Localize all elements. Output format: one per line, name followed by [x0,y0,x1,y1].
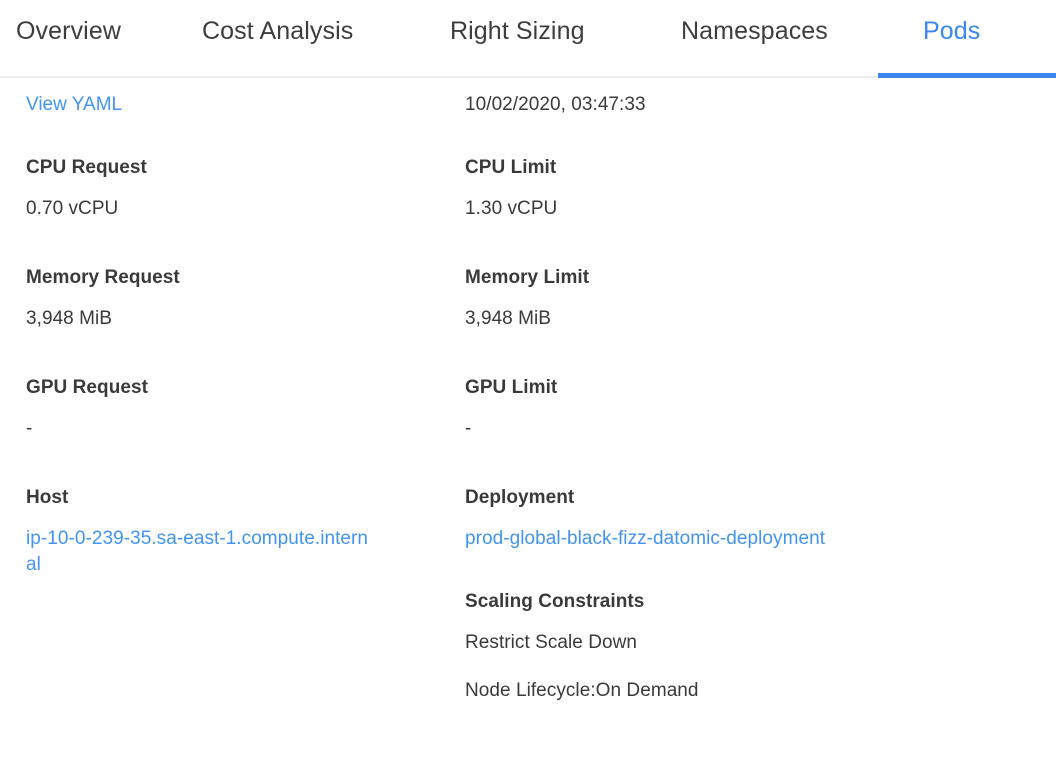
scaling-constraint-node-lifecycle: Node Lifecycle:On Demand [465,680,699,701]
field-cpu-limit-value: 1.30 vCPU [465,198,558,219]
field-scaling-constraints: Scaling Constraints Restrict Scale Down … [465,590,860,704]
spacer [465,332,860,376]
field-gpu-limit-value: - [465,418,472,439]
spacer [465,656,860,678]
spacer [465,510,860,526]
field-host: Host ip-10-0-239-35.sa-east-1.compute.in… [26,486,376,578]
field-cpu-limit: CPU Limit 1.30 vCPU [465,156,860,222]
field-memory-limit-label: Memory Limit [465,267,590,288]
tab-cost-analysis[interactable]: Cost Analysis [202,0,450,76]
field-memory-limit-value: 3,948 MiB [465,308,551,329]
field-gpu-limit: GPU Limit - [465,376,860,442]
tab-right-sizing-label: Right Sizing [450,17,585,45]
field-memory-request: Memory Request 3,948 MiB [26,266,376,332]
pod-detail-panel: View YAML CPU Request 0.70 vCPU Memory R… [0,78,1056,701]
tab-list: Overview Cost Analysis Right Sizing Name… [0,0,1056,78]
tab-overview-label: Overview [16,17,121,45]
tab-pods-label: Pods [923,17,981,45]
field-gpu-request: GPU Request - [26,376,376,442]
spacer [26,290,376,306]
tab-cost-analysis-label: Cost Analysis [202,17,354,45]
tab-namespaces[interactable]: Namespaces [681,0,878,76]
spacer [465,222,860,266]
field-cpu-limit-label: CPU Limit [465,157,557,178]
field-memory-limit: Memory Limit 3,948 MiB [465,266,860,332]
spacer [465,442,860,486]
field-scaling-constraints-label: Scaling Constraints [465,591,645,612]
detail-column-left: View YAML CPU Request 0.70 vCPU Memory R… [26,92,376,578]
field-gpu-request-label: GPU Request [26,377,148,398]
detail-column-right: 10/02/2020, 03:47:33 CPU Limit 1.30 vCPU… [465,92,860,704]
field-cpu-request-value: 0.70 vCPU [26,198,119,219]
field-deployment-value-link[interactable]: prod-global-black-fizz-datomic-deploymen… [465,528,826,549]
spacer [26,332,376,376]
tab-right-sizing[interactable]: Right Sizing [450,0,681,76]
field-memory-request-label: Memory Request [26,267,180,288]
active-tab-indicator [878,73,1056,78]
spacer [465,400,860,416]
spacer [26,222,376,266]
field-gpu-request-value: - [26,418,33,439]
field-host-value-link[interactable]: ip-10-0-239-35.sa-east-1.compute.interna… [26,528,369,575]
field-deployment-label: Deployment [465,487,575,508]
field-memory-request-value: 3,948 MiB [26,308,112,329]
spacer [26,442,376,486]
field-gpu-limit-label: GPU Limit [465,377,558,398]
spacer [26,118,376,156]
spacer [465,552,860,590]
spacer [465,290,860,306]
spacer [465,118,860,156]
spacer [26,180,376,196]
scaling-constraint-restrict-scale-down: Restrict Scale Down [465,632,638,653]
spacer [465,614,860,630]
tab-overview[interactable]: Overview [0,0,202,76]
field-deployment: Deployment prod-global-black-fizz-datomi… [465,486,860,552]
tab-namespaces-label: Namespaces [681,17,828,45]
field-host-label: Host [26,487,69,508]
field-cpu-request: CPU Request 0.70 vCPU [26,156,376,222]
spacer [26,510,376,526]
view-yaml-link[interactable]: View YAML [26,94,123,115]
tab-pods[interactable]: Pods [878,0,1056,78]
pod-timestamp: 10/02/2020, 03:47:33 [465,94,646,115]
field-cpu-request-label: CPU Request [26,157,147,178]
spacer [26,400,376,416]
spacer [465,180,860,196]
tab-bar: Overview Cost Analysis Right Sizing Name… [0,0,1056,78]
